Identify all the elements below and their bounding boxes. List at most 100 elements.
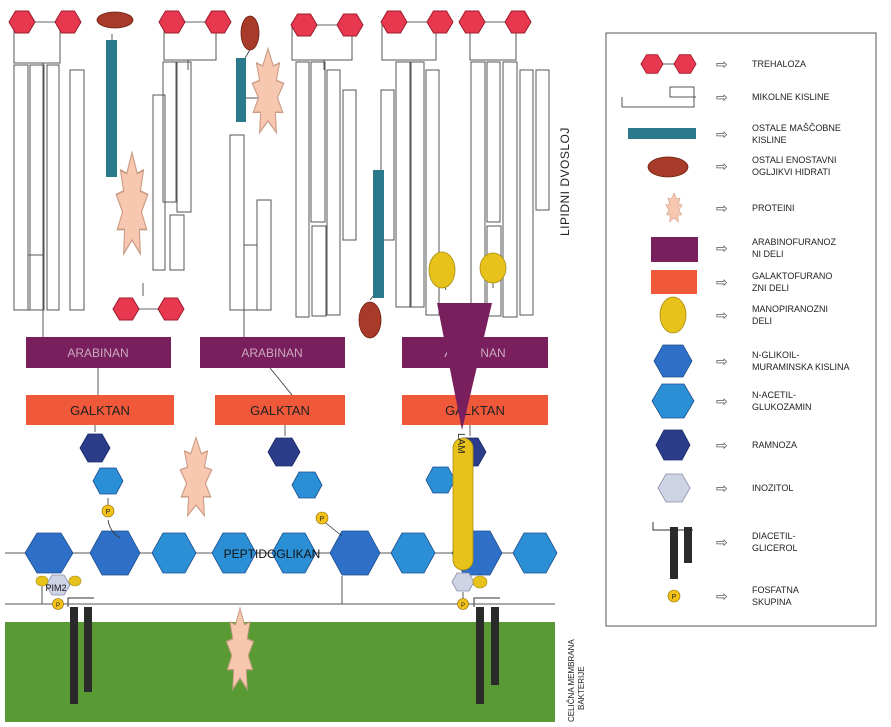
- lam-mannan-column: [452, 437, 474, 571]
- legend-label-diacylglycerol: DIACETIL-: [752, 531, 796, 541]
- legend-arrow-icon: ⇨: [716, 200, 728, 216]
- legend-arrow-icon: ⇨: [716, 240, 728, 256]
- svg-text:GALKTAN: GALKTAN: [445, 403, 505, 418]
- nag-icon: [512, 532, 558, 574]
- inositol-icon: [451, 572, 475, 592]
- phosphate-group-icon: [101, 504, 115, 518]
- svg-text:ARABINAN: ARABINAN: [67, 346, 128, 360]
- legend-label-fatty-acid: OSTALE MAŠČOBNE: [752, 123, 841, 133]
- rhamnose-icon: [267, 437, 301, 467]
- legend-label-protein: PROTEINI: [752, 203, 795, 213]
- peptidoglycan-label: PEPTIDOGLIKAN: [224, 547, 321, 561]
- lam-mannose-cap: [428, 251, 507, 289]
- rhamnose-chain-left: P: [79, 433, 124, 518]
- legend-arrow-icon: ⇨: [716, 437, 728, 453]
- svg-text:P: P: [106, 509, 111, 516]
- svg-text:GALKTAN: GALKTAN: [250, 403, 310, 418]
- protein-icon: [115, 151, 149, 255]
- legend-label-trehalose: TREHALOZA: [752, 59, 806, 69]
- peptidoglycan-row: [24, 530, 558, 576]
- nag-icon: [271, 532, 317, 574]
- fatty-acid-icon: [236, 58, 246, 122]
- arabinan-bar: [200, 337, 345, 368]
- rhamnose-chain-middle: P: [267, 437, 329, 525]
- membrane-label-line2: BAKTERIJE: [577, 666, 586, 710]
- galactan-bar: [402, 395, 548, 425]
- lam-label: LAM: [455, 433, 466, 454]
- legend-label-inositol: INOZITOL: [752, 483, 793, 493]
- fatty-acid-group: [106, 40, 384, 298]
- legend-trehalose-icon: [640, 54, 697, 74]
- legend-arrow-icon: ⇨: [716, 480, 728, 496]
- svg-text:ARABINAN: ARABINAN: [241, 346, 302, 360]
- protein-icon: [179, 436, 213, 517]
- legend-arrow-icon: ⇨: [716, 393, 728, 409]
- monosaccharide-icon: [96, 11, 134, 29]
- monosaccharide-icon: [240, 15, 260, 51]
- legend-mannopyranose-icon: [659, 296, 687, 334]
- legend-label-mycolic-acid: MIKOLNE KISLINE: [752, 92, 830, 102]
- legend-arrow-icon: ⇨: [716, 56, 728, 72]
- legend-label-monosaccharide: OSTALI ENOSTAVNI: [752, 155, 837, 165]
- mannopyranose-icon: [428, 251, 456, 289]
- fatty-acid-icon: [373, 170, 384, 298]
- svg-text:P: P: [56, 603, 60, 609]
- legend-label-nam: N-GLIKOIL-: [752, 350, 800, 360]
- legend-label-mannopyranose: DELI: [752, 316, 772, 326]
- legend-nam-icon: [653, 344, 693, 378]
- legend-galactofuranose-icon: [651, 270, 697, 294]
- legend-label-mannopyranose: MANOPIRANOZNI: [752, 304, 828, 314]
- nag-icon: [425, 466, 456, 494]
- nam-icon: [89, 530, 141, 576]
- legend-label-fatty-acid: KISLINE: [752, 135, 787, 145]
- legend-arrow-icon: ⇨: [716, 534, 728, 550]
- nam-icon: [329, 530, 381, 576]
- nag-icon: [92, 467, 124, 495]
- lipid-bilayer-label: LIPIDNI DVOSLOJ: [558, 127, 572, 236]
- legend-fatty-acid-icon: [628, 128, 696, 139]
- phosphate-group-icon: [315, 511, 329, 525]
- nag-icon: [390, 532, 436, 574]
- legend-label-galactofuranose: GALAKTOFURANO: [752, 271, 832, 281]
- lam-anchor: P: [451, 572, 488, 610]
- mycolic-acid-layer: [13, 22, 550, 337]
- galactan-layer: GALKTAN GALKTAN GALKTAN: [26, 395, 548, 425]
- legend-label-arabinofuranose: ARABINOFURANOZ: [752, 237, 837, 247]
- legend-mycolic-acid-icon: [621, 86, 696, 108]
- legend-arrow-icon: ⇨: [716, 307, 728, 323]
- legend-entries: ⇨ TREHALOZA ⇨ MIKOLNE KISLINE ⇨ OSTALE MAŠČOB…: [716, 56, 850, 607]
- legend-arrow-icon: ⇨: [716, 588, 728, 604]
- protein-icon: [251, 47, 285, 134]
- legend-label-phosphate-group: SKUPINA: [752, 597, 792, 607]
- legend-label-nag: N-ACETIL-: [752, 390, 796, 400]
- pim2-group: P PIM2: [35, 574, 82, 610]
- legend-label-nag: GLUKOZAMIN: [752, 402, 812, 412]
- legend-arrow-icon: ⇨: [716, 353, 728, 369]
- legend-arrow-icon: ⇨: [716, 89, 728, 105]
- mannopyranose-icon: [472, 575, 488, 589]
- legend-arabinofuranose-icon: [651, 237, 698, 262]
- phosphate-group-icon: [52, 598, 64, 610]
- legend-label-diacylglycerol: GLICEROL: [752, 543, 798, 553]
- galactan-bar: [26, 395, 174, 425]
- legend-box: [605, 32, 877, 627]
- svg-text:P: P: [461, 603, 465, 609]
- cell-membrane: [5, 622, 555, 722]
- legend-nag-icon: [651, 383, 695, 419]
- phosphate-group-icon: [457, 598, 469, 610]
- nag-icon: [211, 532, 257, 574]
- legend-label-arabinofuranose: NI DELI: [752, 249, 784, 259]
- legend-rhamnose-icon: [655, 429, 691, 461]
- svg-text:P: P: [672, 594, 677, 601]
- legend-label-galactofuranose: ZNI DELI: [752, 283, 789, 293]
- legend-phosphate-group-icon: P: [667, 589, 681, 603]
- lam-arabinan-funnel: [437, 303, 492, 430]
- legend-monosaccharide-icon: [647, 156, 689, 178]
- legend-arrow-icon: ⇨: [716, 274, 728, 290]
- legend-label-nam: MURAMINSKA KISLINA: [752, 362, 850, 372]
- monosaccharide-group: [96, 11, 382, 339]
- arabinan-bar: [26, 337, 171, 368]
- nag-icon: [151, 532, 197, 574]
- pim2-label: PIM2: [45, 583, 66, 593]
- legend-label-rhamnose: RAMNOZA: [752, 440, 797, 450]
